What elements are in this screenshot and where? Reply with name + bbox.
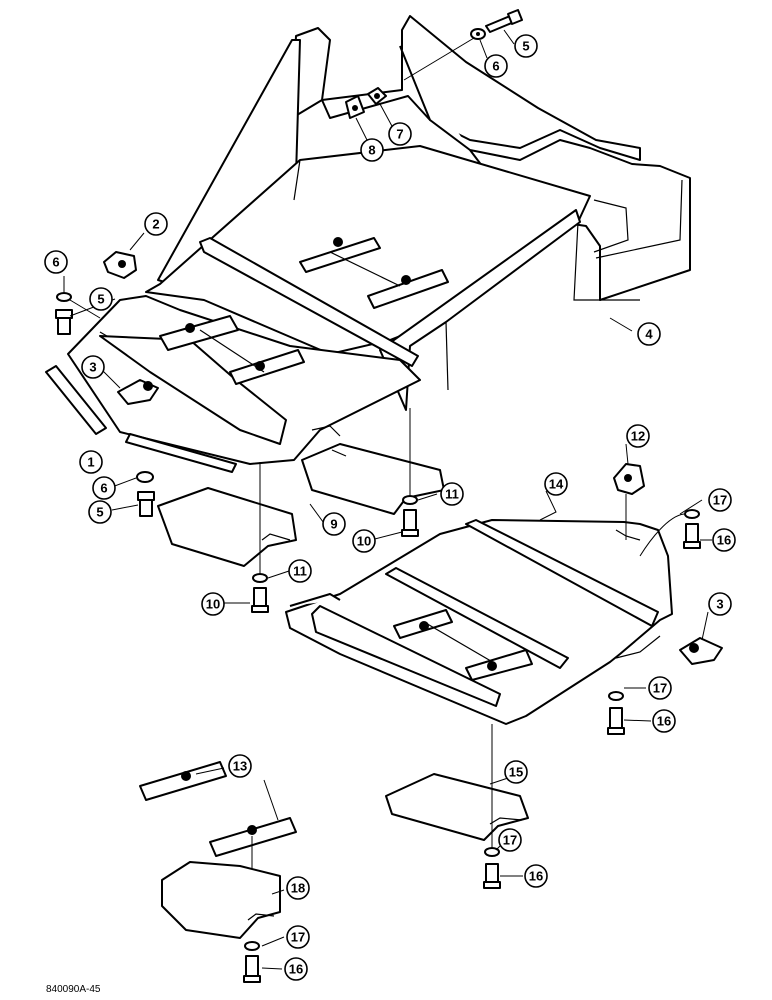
strip-1 bbox=[45, 365, 237, 473]
svg-text:17: 17 bbox=[291, 930, 305, 945]
svg-text:1: 1 bbox=[87, 455, 94, 470]
strip-13a bbox=[139, 761, 227, 801]
svg-text:13: 13 bbox=[233, 759, 247, 774]
cover-plate-9a bbox=[157, 487, 297, 567]
bolt-16-lower-right bbox=[607, 691, 625, 735]
svg-text:10: 10 bbox=[357, 534, 371, 549]
bolt-16-bottom-left bbox=[243, 941, 261, 983]
bolt-16-center bbox=[483, 724, 501, 889]
svg-text:7: 7 bbox=[396, 127, 403, 142]
callout-15: 15 bbox=[504, 760, 528, 784]
callout-14: 14 bbox=[544, 472, 568, 496]
cover-plate-9b bbox=[301, 443, 445, 515]
callout-1: 1 bbox=[79, 450, 103, 474]
callout-13: 13 bbox=[228, 754, 252, 778]
clip-nut-7 bbox=[367, 87, 387, 105]
callout-3-right: 3 bbox=[708, 592, 732, 616]
svg-text:2: 2 bbox=[152, 217, 159, 232]
clip-8 bbox=[345, 95, 365, 119]
svg-text:17: 17 bbox=[713, 493, 727, 508]
callout-18: 18 bbox=[286, 876, 310, 900]
figure-code: 840090A-45 bbox=[46, 984, 101, 995]
svg-text:17: 17 bbox=[503, 833, 517, 848]
svg-text:15: 15 bbox=[509, 765, 523, 780]
callout-5-top: 5 bbox=[514, 34, 538, 58]
callout-6-left-lower: 6 bbox=[92, 476, 116, 500]
callout-10-right: 10 bbox=[352, 529, 376, 553]
callout-16-center: 16 bbox=[524, 864, 548, 888]
callout-16-upper-right: 16 bbox=[712, 528, 736, 552]
bolt-10-right bbox=[401, 408, 419, 537]
callout-9: 9 bbox=[322, 512, 346, 536]
callout-16-bottom-left: 16 bbox=[284, 957, 308, 981]
svg-text:11: 11 bbox=[445, 487, 459, 502]
callout-12: 12 bbox=[626, 424, 650, 448]
callout-8: 8 bbox=[360, 138, 384, 162]
svg-text:4: 4 bbox=[645, 327, 653, 342]
clip-3-right bbox=[679, 637, 723, 665]
callout-16-lower-right: 16 bbox=[652, 709, 676, 733]
svg-text:16: 16 bbox=[529, 869, 543, 884]
svg-text:3: 3 bbox=[89, 360, 96, 375]
callout-5-left-lower: 5 bbox=[88, 500, 112, 524]
svg-text:16: 16 bbox=[289, 962, 303, 977]
callout-17-upper-right: 17 bbox=[708, 488, 732, 512]
svg-text:6: 6 bbox=[492, 59, 499, 74]
callout-11-right: 11 bbox=[440, 482, 464, 506]
main-floor-pan bbox=[67, 15, 691, 465]
callout-4: 4 bbox=[637, 322, 661, 346]
callout-17-center: 17 bbox=[498, 828, 522, 852]
svg-text:8: 8 bbox=[368, 143, 375, 158]
svg-text:5: 5 bbox=[96, 505, 103, 520]
svg-text:17: 17 bbox=[653, 681, 667, 696]
cover-plate-18 bbox=[161, 861, 281, 939]
lower-floor-pan bbox=[285, 519, 673, 725]
bolt-10-mid bbox=[251, 462, 269, 613]
callout-10-mid: 10 bbox=[201, 592, 225, 616]
svg-text:9: 9 bbox=[330, 517, 337, 532]
callout-17-lower-right: 17 bbox=[648, 676, 672, 700]
callout-6-top: 6 bbox=[484, 54, 508, 78]
svg-text:16: 16 bbox=[717, 533, 731, 548]
bolt-16-upper-right bbox=[639, 509, 701, 557]
callout-7: 7 bbox=[388, 122, 412, 146]
svg-text:18: 18 bbox=[291, 881, 305, 896]
svg-text:16: 16 bbox=[657, 714, 671, 729]
callout-2: 2 bbox=[144, 212, 168, 236]
callout-6-left-upper: 6 bbox=[44, 250, 68, 274]
svg-text:6: 6 bbox=[100, 481, 107, 496]
callout-11-mid: 11 bbox=[288, 559, 312, 583]
svg-text:14: 14 bbox=[549, 477, 564, 492]
svg-text:3: 3 bbox=[716, 597, 723, 612]
svg-text:12: 12 bbox=[631, 429, 645, 444]
svg-text:5: 5 bbox=[522, 39, 529, 54]
callout-17-bottom-left: 17 bbox=[286, 925, 310, 949]
callout-3-left: 3 bbox=[81, 355, 105, 379]
callout-5-left-upper: 5 bbox=[89, 287, 113, 311]
bolt-left-lower bbox=[136, 471, 155, 517]
bracket-12 bbox=[613, 463, 645, 540]
bracket-2 bbox=[103, 251, 137, 279]
svg-text:10: 10 bbox=[206, 597, 220, 612]
callouts: 1 2 3 3 4 5 5 5 6 6 6 7 8 9 10 10 11 11 … bbox=[44, 34, 736, 981]
svg-text:6: 6 bbox=[52, 255, 59, 270]
bolt-top-right bbox=[403, 9, 523, 81]
bolt-left-upper bbox=[55, 292, 101, 335]
svg-text:5: 5 bbox=[97, 292, 104, 307]
leader-lines bbox=[63, 29, 712, 970]
svg-text:11: 11 bbox=[293, 564, 307, 579]
clip-3-left bbox=[117, 379, 159, 405]
